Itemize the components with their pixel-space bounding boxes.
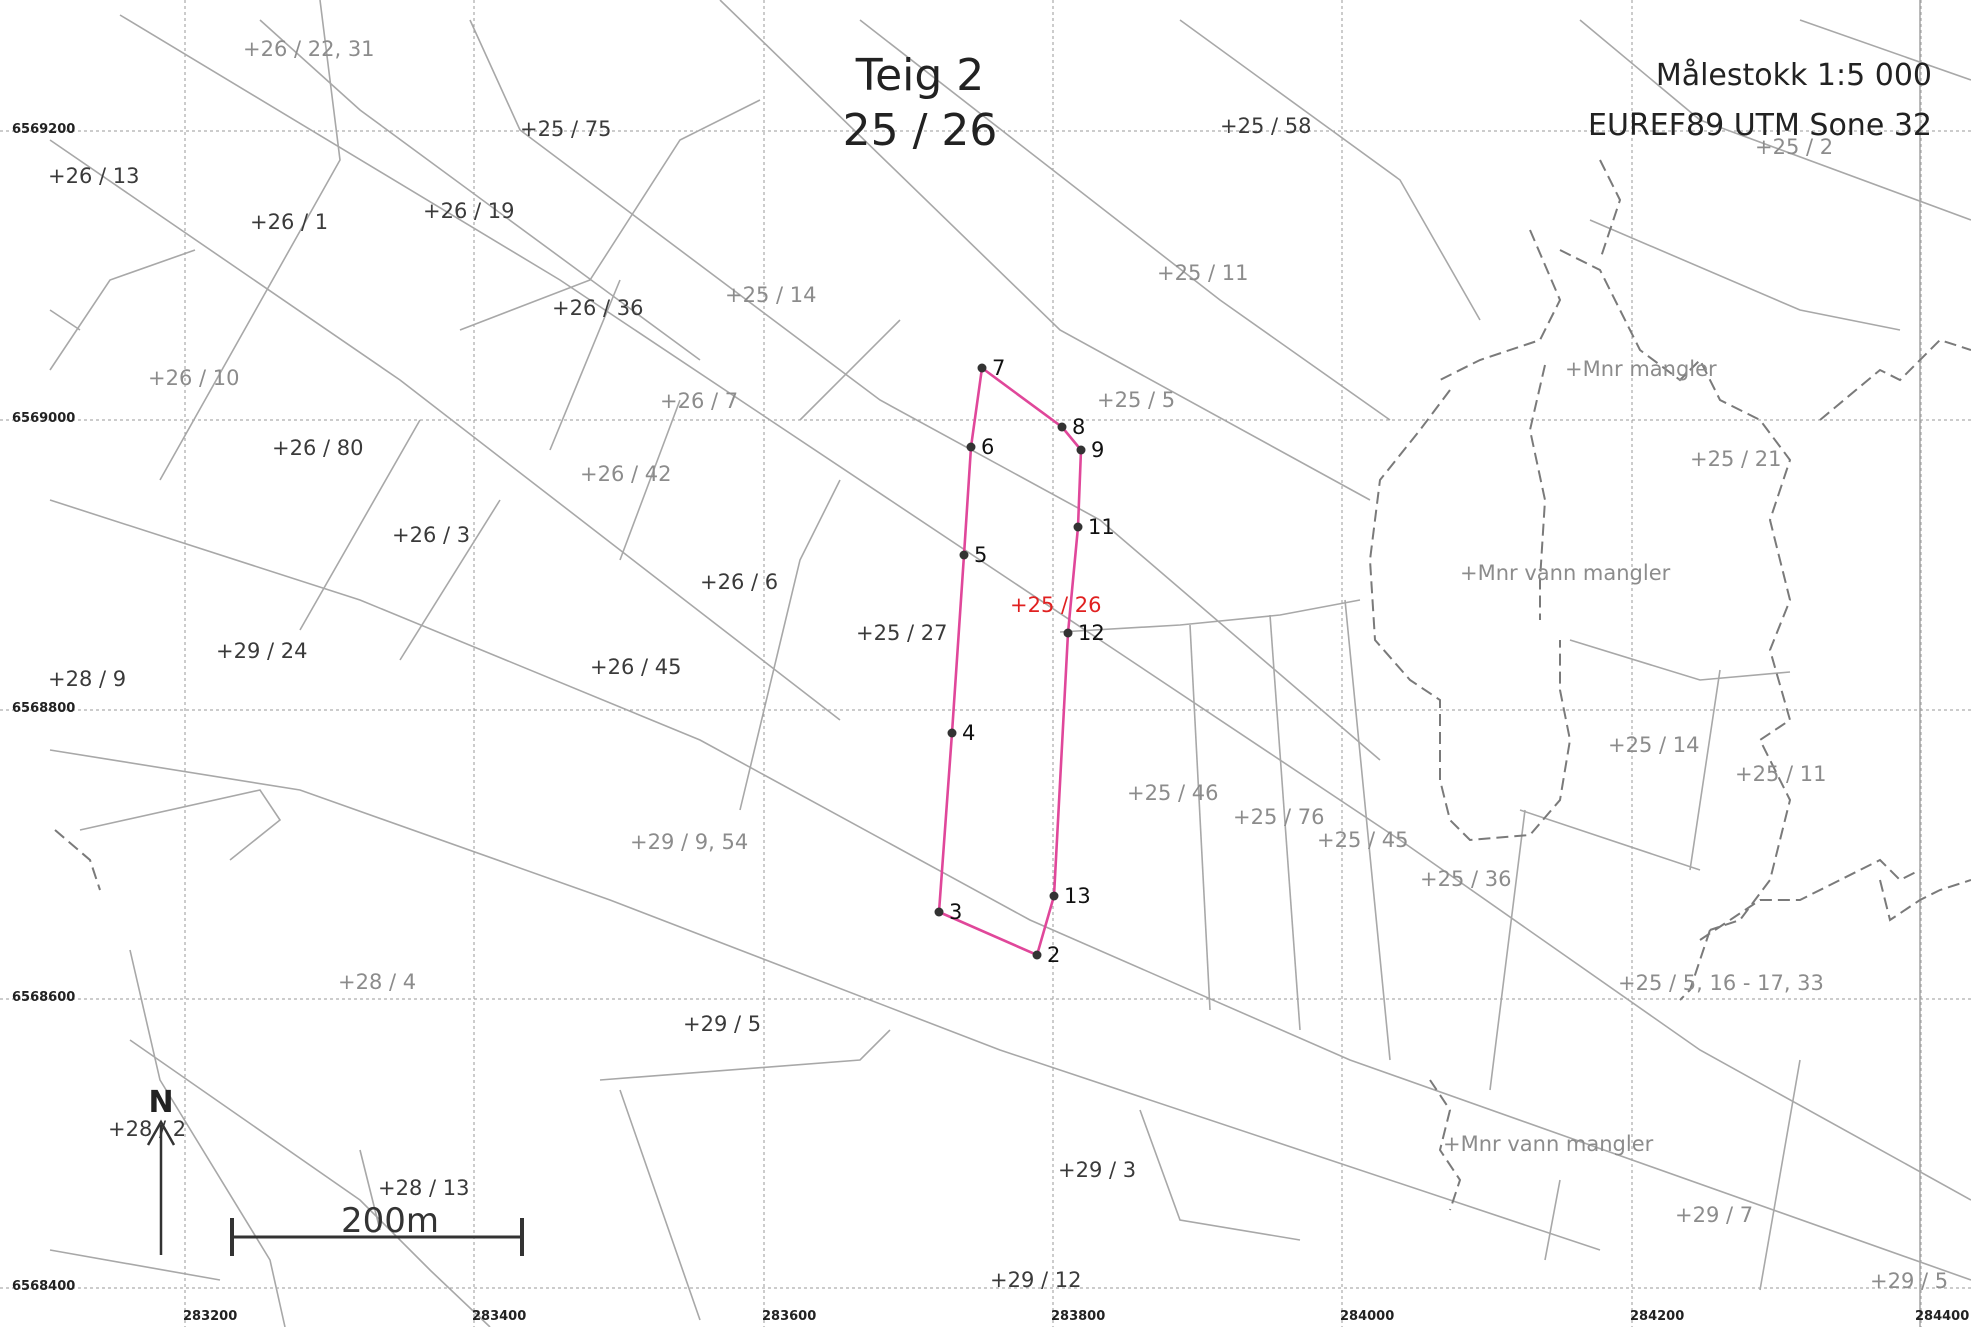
parcel-label: +26 / 36 xyxy=(552,296,643,320)
parcel-label: +28 / 4 xyxy=(338,970,416,994)
water-boundaries xyxy=(54,159,1971,1211)
boundary-point-label: 13 xyxy=(1064,884,1091,908)
parcel-label: +25 / 27 xyxy=(856,621,947,645)
parcel-labels: +26 / 22, 31+25 / 75+25 / 58+25 / 2+26 /… xyxy=(48,37,1948,1293)
boundary-point-label: 3 xyxy=(949,900,962,924)
parcel-label: +25 / 21 xyxy=(1690,447,1781,471)
boundary-point-marker xyxy=(947,728,957,738)
boundary-point-marker xyxy=(977,363,987,373)
boundary-point-marker xyxy=(1076,445,1086,455)
boundary-points: 2 3 4 5 6 7 89 11 12 13 xyxy=(934,356,1115,967)
parcel-label: +25 / 11 xyxy=(1735,762,1826,786)
scale-bar-label: 200m xyxy=(341,1201,439,1241)
parcel-label: +25 / 45 xyxy=(1317,828,1408,852)
parcel-label: +26 / 3 xyxy=(392,523,470,547)
parcel-label: +Mnr vann mangler xyxy=(1443,1132,1654,1156)
northing-label: 6569000 xyxy=(12,411,75,426)
map-title: Teig 2 xyxy=(855,50,985,101)
parcel-label: +29 / 3 xyxy=(1058,1158,1136,1182)
boundary-point-label: 2 xyxy=(1047,943,1060,967)
boundary-point-label: 7 xyxy=(992,356,1005,380)
easting-label: 283600 xyxy=(762,1309,816,1324)
boundary-point-label: 11 xyxy=(1088,515,1115,539)
north-label: N xyxy=(148,1085,173,1120)
boundary-point-label: 8 xyxy=(1072,415,1085,439)
northing-label: 6568600 xyxy=(12,990,75,1005)
parcel-label: +25 / 14 xyxy=(1608,733,1699,757)
parcel-label: +28 / 9 xyxy=(48,667,126,691)
parcel-label: +29 / 7 xyxy=(1675,1203,1753,1227)
boundary-point-marker xyxy=(934,907,944,917)
parcel-label: +29 / 5 xyxy=(683,1012,761,1036)
parcel-label: +25 / 75 xyxy=(520,117,611,141)
northing-label: 6568400 xyxy=(12,1279,75,1294)
scale-bar: 200m xyxy=(230,1201,524,1256)
easting-label: 283400 xyxy=(472,1309,526,1324)
parcel-label: +26 / 7 xyxy=(660,389,738,413)
parcel-label: +25 / 36 xyxy=(1420,867,1511,891)
parcel-label: +25 / 14 xyxy=(725,283,816,307)
boundary-point-label: 12 xyxy=(1078,621,1105,645)
boundary-point-label: 4 xyxy=(962,721,975,745)
easting-label: 284200 xyxy=(1630,1309,1684,1324)
boundary-point-marker xyxy=(1032,950,1042,960)
parcel-label: +29 / 5 xyxy=(1870,1269,1948,1293)
parcel-label: +26 / 45 xyxy=(590,655,681,679)
boundary-point-marker xyxy=(1073,522,1083,532)
parcel-label: +26 / 80 xyxy=(272,436,363,460)
boundary-point-marker xyxy=(959,550,969,560)
boundary-point-marker xyxy=(1057,422,1067,432)
parcel-label: +26 / 13 xyxy=(48,164,139,188)
scale-text: Målestokk 1:5 000 xyxy=(1656,58,1932,93)
parcel-label: +26 / 22, 31 xyxy=(243,37,375,61)
teig-parcel-outline xyxy=(937,365,1083,957)
boundary-point-label: 5 xyxy=(974,543,987,567)
parcel-label: +25 / 26 xyxy=(1010,593,1101,617)
parcel-boundaries xyxy=(49,0,1971,1328)
parcel-label: +Mnr vann mangler xyxy=(1460,561,1671,585)
parcel-label: +26 / 19 xyxy=(423,199,514,223)
projection-text: EUREF89 UTM Sone 32 xyxy=(1588,108,1932,143)
boundary-point-label: 6 xyxy=(981,435,994,459)
easting-label: 284000 xyxy=(1340,1309,1394,1324)
parcel-label: +Mnr mangler xyxy=(1565,357,1717,381)
parcel-label: +26 / 10 xyxy=(148,366,239,390)
northing-label: 6569200 xyxy=(12,122,75,137)
north-arrow-icon: N xyxy=(146,1085,176,1255)
parcel-label: +25 / 5, 16 - 17, 33 xyxy=(1618,971,1824,995)
easting-label: 283200 xyxy=(183,1309,237,1324)
easting-label: 284400 xyxy=(1915,1309,1969,1324)
parcel-label: +29 / 9, 54 xyxy=(630,830,748,854)
boundary-point-label: 9 xyxy=(1091,438,1104,462)
easting-label: 283800 xyxy=(1051,1309,1105,1324)
parcel-label: +29 / 24 xyxy=(216,639,307,663)
parcel-label: +25 / 11 xyxy=(1157,261,1248,285)
northing-labels: 6569200 6569000 6568800 6568600 6568400 xyxy=(12,122,75,1294)
parcel-label: +25 / 58 xyxy=(1220,114,1311,138)
parcel-label: +25 / 5 xyxy=(1097,388,1175,412)
parcel-label: +29 / 12 xyxy=(990,1268,1081,1292)
boundary-point-marker xyxy=(1063,628,1073,638)
parcel-label: +26 / 6 xyxy=(700,570,778,594)
easting-labels: 283200 283400 283600 283800 284000 28420… xyxy=(183,1309,1969,1324)
parcel-label: +25 / 46 xyxy=(1127,781,1218,805)
boundary-point-marker xyxy=(1049,891,1059,901)
parcel-label: +25 / 76 xyxy=(1233,805,1324,829)
parcel-label: +28 / 13 xyxy=(378,1176,469,1200)
boundary-point-marker xyxy=(966,442,976,452)
map-subtitle: 25 / 26 xyxy=(843,105,998,156)
parcel-label: +28 / 2 xyxy=(108,1117,186,1141)
northing-label: 6568800 xyxy=(12,701,75,716)
parcel-label: +25 / 2 xyxy=(1755,135,1833,159)
parcel-label: +26 / 1 xyxy=(250,210,328,234)
parcel-label: +26 / 42 xyxy=(580,462,671,486)
